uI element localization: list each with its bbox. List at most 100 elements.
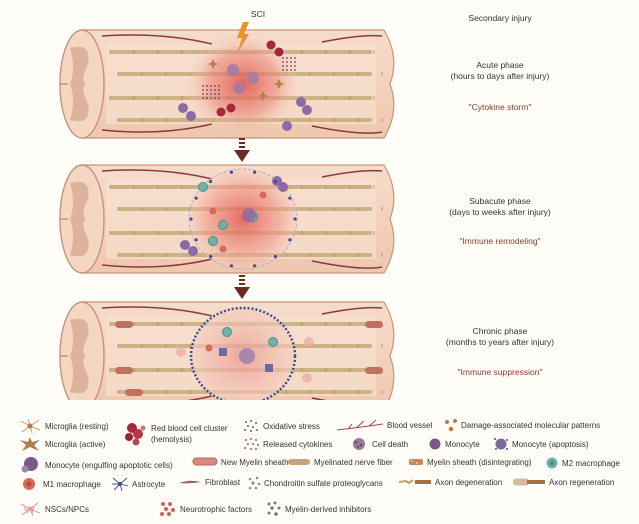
monocyte [188,246,198,256]
cytokine-dot [294,69,296,71]
phase-timing: (days to weeks after injury) [449,207,551,217]
astrocyte [229,170,234,174]
down-arrow-icon [234,275,250,299]
down-arrow-icon [234,138,250,162]
rbc-cluster-icon [125,423,146,446]
cytokine-dot [294,65,296,67]
legend-new-myelin: New Myelin sheath [192,457,289,467]
red-blood-cell [226,103,236,113]
legend-m1-macrophage: M1 macrophage [18,476,101,492]
astrocyte [189,217,193,221]
blood-vessel [311,260,383,269]
cytokine-dot [202,97,204,99]
m1-macrophage [209,207,217,215]
neurotrophic-icon [160,502,175,516]
cytokine-dot [218,89,220,91]
released-cytokines-icon [244,438,259,450]
damps-icon [445,419,457,432]
cytokine-dot [294,57,296,59]
astrocyte [252,264,257,268]
astrocyte [288,238,292,242]
cytokine-dot [202,93,204,95]
monocyte [186,111,196,121]
m2-macrophage [198,182,208,192]
myelin-inhibitors-icon [267,501,281,516]
new-myelin-sheath [365,367,383,374]
m2-macrophage-icon [546,457,558,469]
myelin-disintegrating-icon [409,459,423,465]
cytokine-dot [202,85,204,87]
cytokine-dot [286,65,288,67]
acute-phase-label: Acute phase (hours to days after injury) [430,60,570,82]
cytokine-dot [210,89,212,91]
fibroblast-icon [179,480,201,484]
legend-damps: Damage-associated molecular patterns [444,418,600,432]
monocyte [178,103,188,113]
grey-matter [70,181,89,257]
monocyte [282,121,292,131]
monocyte-apoptosis-icon [494,438,508,450]
phase-timing: (hours to days after injury) [450,71,550,81]
nscs [304,337,314,347]
blood-vessel [321,34,383,43]
astrocyte [194,196,198,200]
cspg-icon [248,476,261,490]
monocyte [180,240,190,250]
legend-rbc-cluster: Red blood cell cluster(hemolysis) [122,420,227,448]
cytokine-dot [206,89,208,91]
cytokine-dot [214,93,216,95]
legend-microglia-resting: Microglia (resting) [18,418,109,434]
spinal-cord-subacute [59,164,395,274]
cell-death [242,208,256,222]
m1-macrophage-icon [23,478,35,490]
spinal-cord-acute [59,22,395,139]
cytokine-dot [214,89,216,91]
blood-vessel [101,258,213,268]
m2-macrophage [222,327,232,337]
m2-macrophage [268,337,278,347]
monocyte [296,97,306,107]
blood-vessel [311,125,383,134]
cytokine-dot [286,57,288,59]
acute-phase-theme: "Cytokine storm" [468,102,532,112]
cytokine-dot [290,69,292,71]
cytokine-dot [294,61,296,63]
cytokine-dot [210,97,212,99]
axon-regeneration-icon [513,478,545,486]
cytokine-dot [282,69,284,71]
m1-macrophage [259,191,267,199]
cytokine-dot [218,85,220,87]
microglia-active-icon [20,437,40,451]
chronic-phase-theme: "Immune suppression" [457,367,543,377]
new-myelin-icon [192,457,218,466]
blood-vessel [101,34,213,45]
legend-oxidative-stress: Oxidative stress [242,418,320,434]
chronic-phase-label: Chronic phase (months to years after inj… [430,326,570,348]
m2-macrophage [208,236,218,246]
cytokine-dot [218,93,220,95]
phase-name: Subacute phase [469,196,531,206]
cytokine-dot [290,61,292,63]
microglia-active [273,79,285,89]
astrocyte [273,179,278,184]
legend-astrocyte: Astrocyte [111,476,165,492]
monocyte-apoptosis [219,348,227,356]
red-blood-cell [274,47,284,57]
legend-blood-vessel: Blood vessel [336,418,432,432]
cytokine-dot [210,85,212,87]
legend-neurotrophic: Neurotrophic factors [159,501,252,517]
astrocyte [293,217,297,221]
cytokine-dot [206,93,208,95]
secondary-injury-title: Secondary injury [468,13,532,23]
phase-timing: (months to years after injury) [445,337,555,347]
astrocyte [208,254,213,259]
new-myelin-sheath [115,321,133,328]
cell-death [227,64,239,76]
new-myelin-sheath [365,321,383,328]
legend-myelinated-fiber: Myelinated nerve fiber [287,457,393,467]
legend-myelin-inhibitors: Myelin-derived inhibitors [266,501,371,517]
lightning-bolt-icon [237,22,249,54]
phase-name: Acute phase [476,60,524,70]
cell-death [247,72,259,84]
m1-macrophage [205,344,213,352]
